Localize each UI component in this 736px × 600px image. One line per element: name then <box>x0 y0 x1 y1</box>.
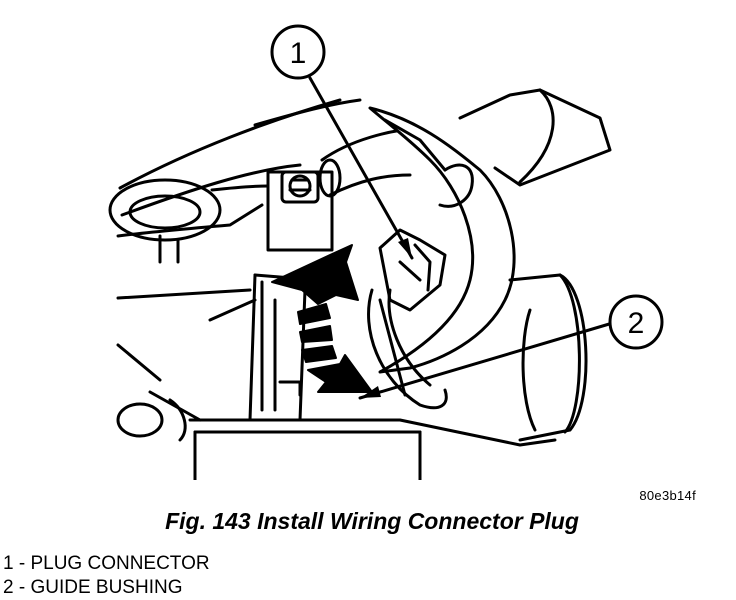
leader-line-2 <box>358 320 618 400</box>
legend-item: 1 - PLUG CONNECTOR <box>3 553 210 574</box>
callout-number-1: 1 <box>290 37 307 70</box>
bracket-hole <box>108 178 222 242</box>
leader-line-1 <box>308 76 414 260</box>
image-code: 80e3b14f <box>639 488 696 503</box>
legend-item: 2 - GUIDE BUSHING <box>3 577 183 598</box>
figure-caption: Fig. 143 Install Wiring Connector Plug <box>165 508 579 534</box>
rotation-arrow-upper <box>271 244 359 305</box>
legend: 1 - PLUG CONNECTOR 2 - GUIDE BUSHING <box>3 552 210 600</box>
callout-number-2: 2 <box>628 307 645 340</box>
callout-circle-1 <box>270 24 326 80</box>
right-cylinder <box>508 273 588 442</box>
callout-circle-2 <box>608 294 664 350</box>
hose-right <box>458 88 612 187</box>
wiring-connector-illustration: 1 2 <box>108 24 664 480</box>
guide-bushing <box>367 288 448 410</box>
